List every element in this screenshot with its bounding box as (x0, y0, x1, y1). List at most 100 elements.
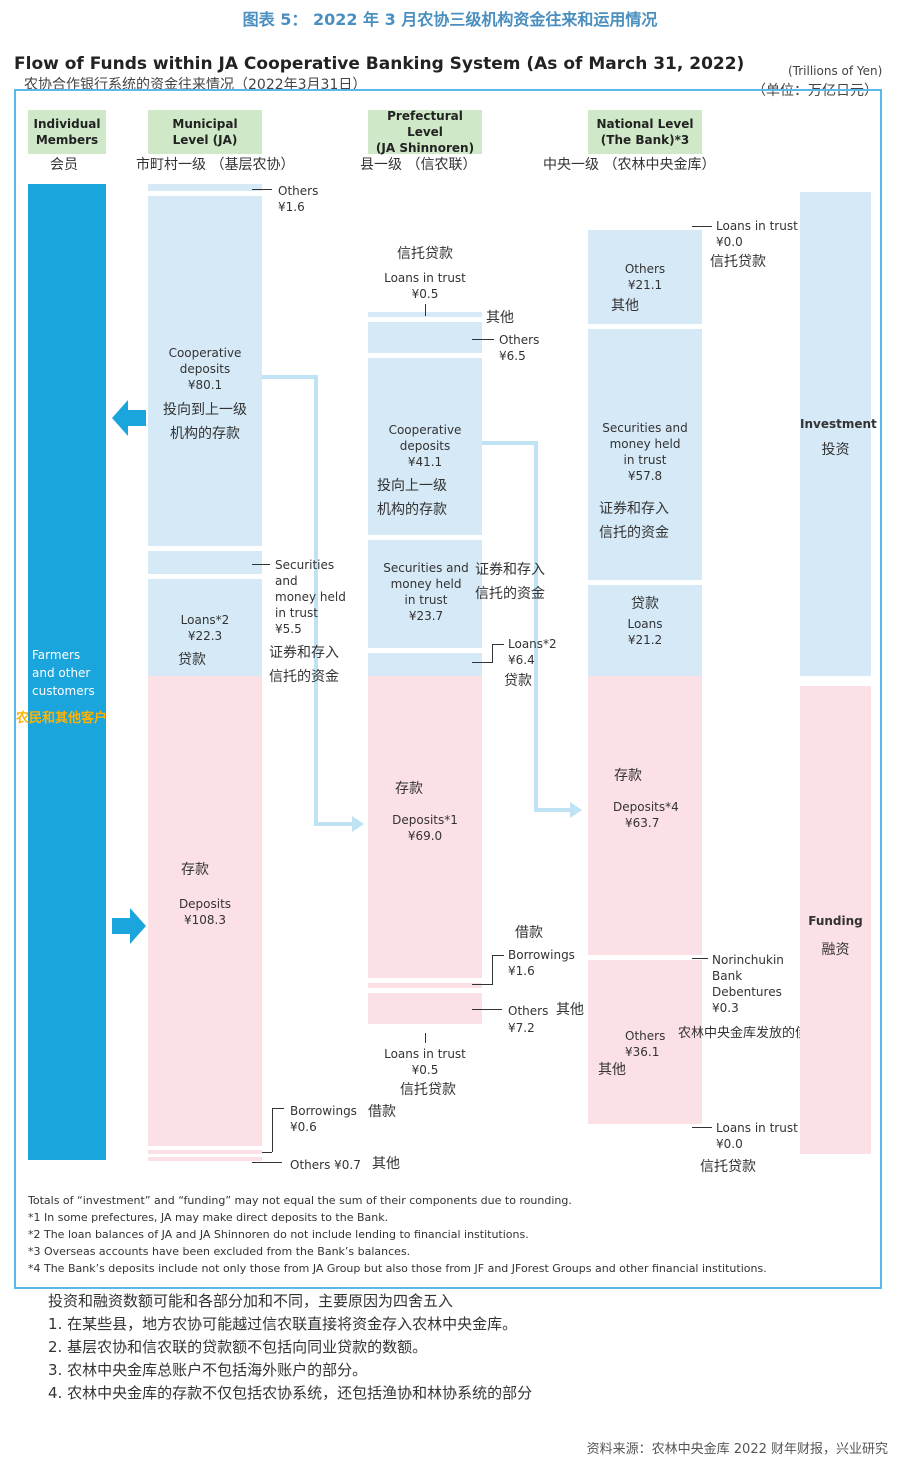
municipal-coop-label: Cooperative deposits ¥80.1 (148, 345, 262, 393)
investment-label-en: Investment (800, 417, 877, 431)
header-municipal-cn: 市町村一级 （基层农协） (136, 157, 295, 173)
prefectural-sep-4 (368, 648, 482, 653)
prefectural-coop-val: ¥41.1 (407, 455, 443, 469)
prefectural-loans-trust-bottom-en: Loans in trust (384, 1047, 466, 1061)
municipal-borrowings-leader-h (272, 1108, 284, 1109)
prefectural-sep-2 (368, 353, 482, 358)
national-sep-1 (588, 324, 702, 329)
national-debentures-en1: Norinchukin (712, 953, 784, 967)
diagram-frame (14, 89, 882, 1289)
national-securities-label: Securities and money held in trust ¥57.8 (588, 420, 702, 484)
municipal-coop-cn: 投向到上一级 机构的存款 (148, 398, 262, 446)
prefectural-loans-leader-h (472, 662, 492, 663)
farmers-en2: and other (32, 666, 91, 680)
national-loans-trust-top-val: ¥0.0 (716, 235, 743, 249)
municipal-borrowings-strip (148, 1150, 262, 1154)
municipal-coop-cn2: 机构的存款 (170, 426, 240, 442)
prefectural-others-bottom-leader (472, 1009, 502, 1010)
municipal-loans-val: ¥22.3 (187, 629, 223, 643)
prefectural-others-top-cn: 其他 (486, 310, 514, 326)
prefectural-deposits-en: Deposits*1 (392, 813, 458, 827)
investment-bar (800, 192, 871, 676)
municipal-coop-en2: deposits (179, 362, 231, 376)
national-debentures-leader (692, 958, 708, 959)
national-securities-val: ¥57.8 (627, 469, 663, 483)
header-prefectural-cn: 县一级 （信农联） (360, 157, 477, 173)
municipal-securities-label: Securities and money held in trust ¥5.5 (275, 557, 346, 637)
prefectural-securities-en3: in trust (404, 593, 448, 607)
national-loans-val: ¥21.2 (627, 633, 663, 647)
national-deposits-cn: 存款 (614, 768, 642, 784)
municipal-others-top-en: Others (278, 184, 319, 198)
national-others-top-val: ¥21.1 (627, 278, 663, 292)
farmers-bar (28, 184, 106, 1160)
prefectural-sep-6 (368, 988, 482, 993)
unit-en: (Trillions of Yen) (788, 64, 883, 78)
municipal-coop-cn1: 投向到上一级 (163, 402, 247, 418)
national-securities-cn2: 信托的资金 (599, 525, 669, 541)
prefectural-others-top-label: Others ¥6.5 (499, 332, 539, 364)
prefectural-sep-1 (368, 317, 482, 322)
national-loans-trust-top-leader (692, 226, 712, 227)
prefectural-investment-column (368, 312, 482, 676)
footnote-1: *1 In some prefectures, JA may make dire… (28, 1211, 389, 1224)
national-loans-trust-top-en: Loans in trust (716, 219, 798, 233)
municipal-securities-val: ¥5.5 (275, 622, 302, 636)
municipal-borrowings-en: Borrowings (290, 1104, 357, 1118)
note-cn-2: 2. 基层农协和信农联的贷款额不包括向同业贷款的数额。 (48, 1338, 428, 1356)
arrow-left-icon (112, 400, 146, 436)
national-loans-trust-bottom-val: ¥0.0 (716, 1137, 743, 1151)
prefectural-securities-cn: 证券和存入 信托的资金 (475, 558, 545, 606)
municipal-funding-column (148, 676, 262, 1146)
municipal-securities-cn2: 信托的资金 (269, 669, 339, 685)
header-municipal: Municipal Level (JA) (148, 110, 262, 154)
national-others-top-label: Others ¥21.1 (588, 261, 702, 293)
header-prefectural: Prefectural Level (JA Shinnoren) (368, 109, 482, 155)
header-individual: Individual Members (28, 110, 106, 154)
national-deposits-val: ¥63.7 (625, 816, 660, 830)
national-loans-trust-bottom-cn: 信托贷款 (700, 1159, 756, 1175)
national-investment-column (588, 230, 702, 676)
municipal-securities-cn1: 证券和存入 (269, 645, 339, 661)
prefectural-borrowings-val: ¥1.6 (508, 964, 535, 978)
farmers-label-cn: 农民和其他客户 (16, 711, 108, 726)
municipal-borrowings-leader-v (272, 1108, 273, 1152)
footnote-0: Totals of “investment” and “funding” may… (28, 1194, 572, 1207)
prefectural-deposits-cn: 存款 (395, 781, 423, 797)
prefectural-loans-trust-top-label: Loans in trust ¥0.5 (368, 270, 482, 302)
prefectural-borrowings-en: Borrowings (508, 948, 575, 962)
prefectural-coop-label: Cooperative deposits ¥41.1 (368, 422, 482, 470)
prefectural-coop-en1: Cooperative (388, 423, 462, 437)
prefectural-coop-en2: deposits (399, 439, 451, 453)
municipal-securities-en3: money held (275, 590, 346, 604)
national-securities-en3: in trust (623, 453, 667, 467)
municipal-loans-en: Loans*2 (180, 613, 230, 627)
national-sep-3 (588, 955, 702, 960)
municipal-sep-2 (148, 546, 262, 551)
prefectural-coop-cn: 投向上一级 机构的存款 (377, 474, 447, 522)
prefectural-securities-cn2: 信托的资金 (475, 586, 545, 602)
municipal-others-top-val: ¥1.6 (278, 200, 305, 214)
national-others-top-cn: 其他 (611, 298, 639, 314)
source-note: 资料来源：农林中央金库 2022 财年财报，兴业研究 (586, 1442, 888, 1457)
national-funding-column (588, 676, 702, 1124)
municipal-securities-leader (252, 564, 270, 565)
national-loans-trust-top-cn: 信托贷款 (710, 254, 766, 270)
note-cn-0: 投资和融资数额可能和各部分加和不同，主要原因为四舍五入 (48, 1292, 454, 1310)
municipal-deposits-en: Deposits (178, 897, 232, 911)
national-loans-label: Loans ¥21.2 (588, 616, 702, 648)
prefectural-loans-en: Loans*2 (508, 637, 557, 651)
prefectural-borrowings-cn: 借款 (515, 925, 543, 941)
funding-label-en: Funding (808, 914, 863, 928)
prefectural-securities-val: ¥23.7 (408, 609, 444, 623)
municipal-securities-en4: in trust (275, 606, 318, 620)
header-municipal-en1: Municipal (172, 117, 238, 131)
prefectural-loans-trust-top-cn: 信托贷款 (397, 246, 453, 262)
municipal-others-bottom-cn: 其他 (372, 1156, 400, 1172)
header-national: National Level (The Bank)*3 (588, 110, 702, 154)
prefectural-others-bottom-val: ¥7.2 (508, 1021, 535, 1035)
prefectural-others-top-leader (472, 339, 494, 340)
prefectural-coop-cn1: 投向上一级 (377, 478, 447, 494)
national-others-bottom-cn: 其他 (598, 1062, 626, 1078)
unit-cn: （单位：万亿日元） (752, 83, 878, 99)
